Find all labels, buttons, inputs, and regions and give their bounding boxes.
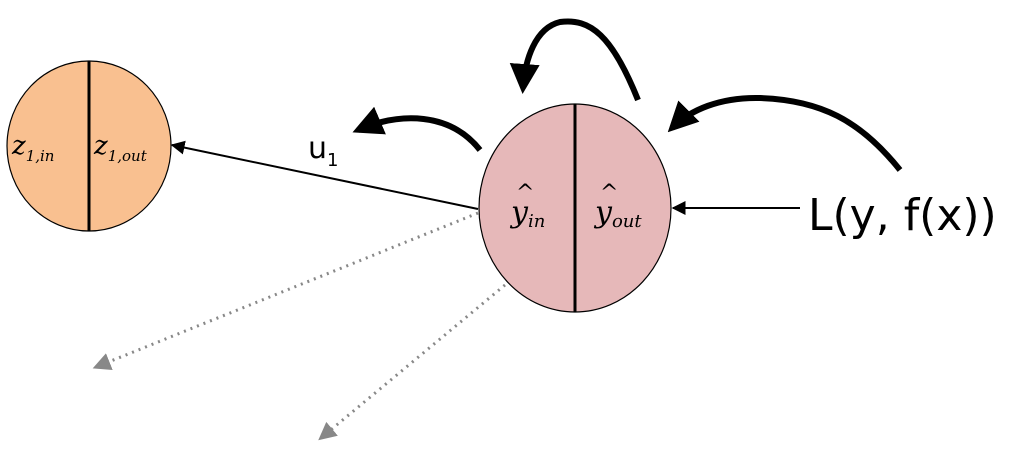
dotted-edge-1 <box>92 211 479 370</box>
dotted-edge-2 <box>318 283 506 441</box>
gradient-arrow-u1 <box>352 106 483 152</box>
node-y-right-hat: ^ <box>600 181 618 206</box>
edge-y-to-z1 <box>170 140 479 210</box>
node-z1: z1,in z1,out <box>6 60 172 232</box>
weight-label-u1: u1 <box>308 131 338 171</box>
node-y-left-label: yin <box>509 195 545 232</box>
node-y: ^ yin ^ yout <box>478 103 672 313</box>
loss-function-label: L(y, f(x)) <box>808 190 997 241</box>
gradient-arrow-out-to-in <box>509 18 641 102</box>
node-y-right-label: yout <box>593 195 642 232</box>
node-z1-left-label: z1,in <box>11 131 54 165</box>
node-y-left-hat: ^ <box>516 181 534 206</box>
gradient-arrow-loss <box>667 94 903 172</box>
node-z1-right-label: z1,out <box>93 131 148 165</box>
